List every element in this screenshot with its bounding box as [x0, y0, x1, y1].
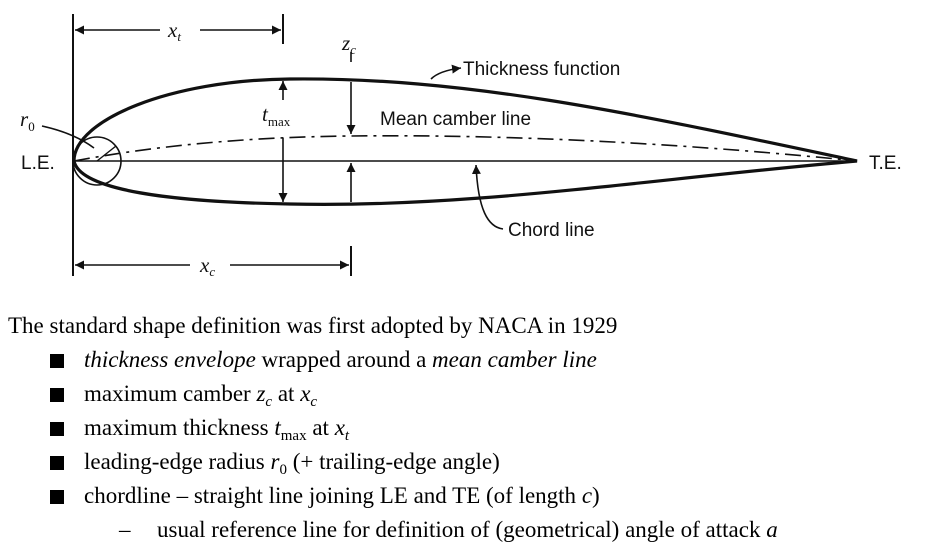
airfoil-diagram: xt zc Thickness function r0 tmax Mean ca…	[20, 14, 902, 279]
sub-bullet-dash: –	[119, 517, 131, 542]
xt-label: xt	[167, 18, 181, 44]
bullet-square-icon	[50, 422, 64, 436]
chord-line-label: Chord line	[508, 220, 595, 241]
bullet-max-camber: maximum camber zc at xc	[8, 377, 923, 411]
chord-line-leader	[471, 164, 504, 230]
bullet-thickness-envelope: thickness envelope wrapped around a mean…	[8, 343, 923, 377]
bullet-square-icon	[50, 490, 64, 504]
bullet-square-icon	[50, 354, 64, 368]
bullet-leading-edge-radius: leading-edge radius r0 (+ trailing-edge …	[8, 445, 923, 479]
description: The standard shape definition was first …	[8, 309, 923, 545]
r0-label: r0	[20, 107, 35, 134]
xc-label: xc	[199, 253, 215, 279]
bullet-square-icon	[50, 388, 64, 402]
tmax-label: tmax	[262, 102, 291, 129]
zc-label: zc	[341, 31, 356, 57]
thickness-function-label: Thickness function	[463, 59, 620, 80]
bullet-chordline: chordline – straight line joining LE and…	[8, 479, 923, 513]
mean-camber-line	[73, 134, 858, 162]
bullet-max-thickness: maximum thickness tmax at xt	[8, 411, 923, 445]
leading-edge-radius	[96, 145, 117, 162]
r0-leader	[41, 125, 95, 149]
te-label: T.E.	[869, 153, 902, 174]
le-label: L.E.	[21, 153, 55, 174]
leading-edge-circle	[72, 136, 122, 186]
intro-line: The standard shape definition was first …	[8, 313, 618, 338]
sub-bullet-reference-line: –usual reference line for definition of …	[8, 513, 923, 545]
thickness-function-leader	[430, 64, 462, 80]
thickness-envelope	[72, 77, 858, 206]
mean-camber-line-label: Mean camber line	[380, 109, 531, 130]
bullet-square-icon	[50, 456, 64, 470]
